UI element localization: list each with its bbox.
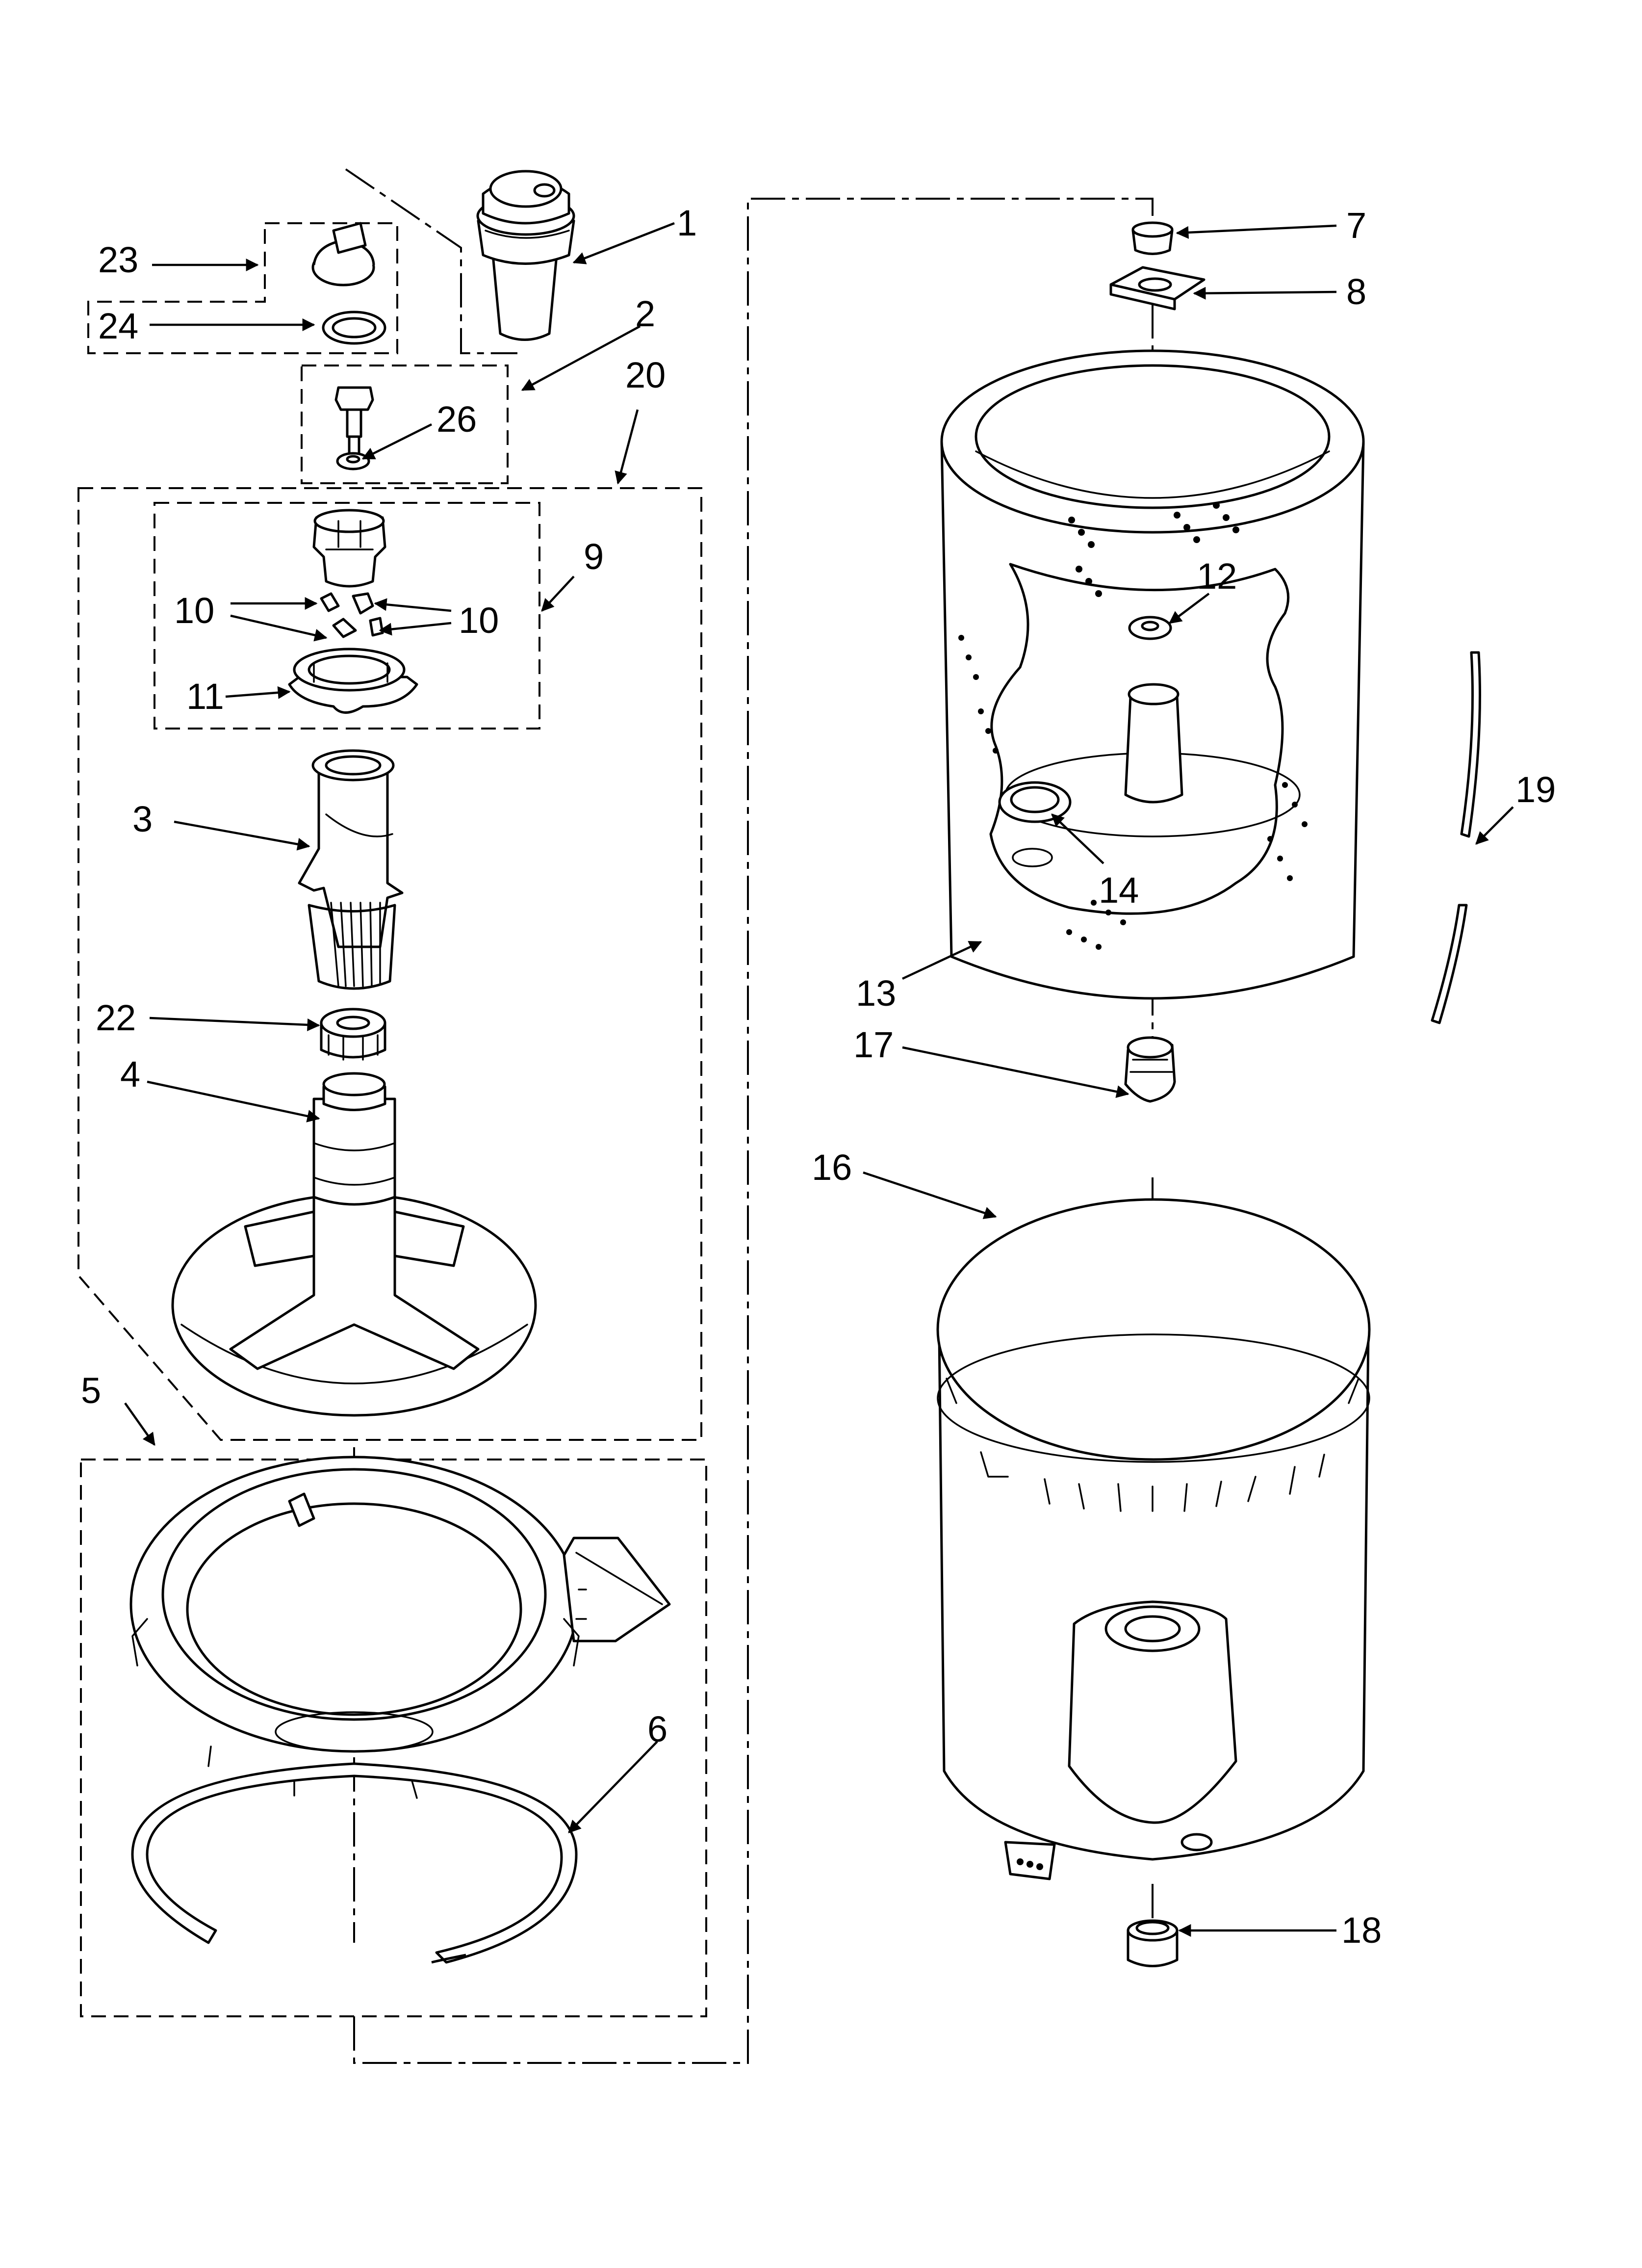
plate-part-8 [1109, 266, 1206, 311]
callout-9: 9 [584, 536, 604, 577]
callout-20: 20 [625, 355, 666, 395]
callout-1: 1 [677, 203, 697, 243]
callout-5: 5 [81, 1370, 101, 1411]
basket-part-13 [940, 349, 1365, 1000]
agitator-base-part-4 [171, 1072, 537, 1417]
callout-19: 19 [1515, 769, 1556, 810]
callout-12: 12 [1197, 556, 1237, 597]
callout-4: 4 [120, 1054, 140, 1095]
dispenser-cup-part-1 [476, 170, 575, 341]
callout-14: 14 [1099, 870, 1139, 911]
clamp-part-6 [131, 1762, 578, 1964]
callout-26: 26 [436, 399, 477, 440]
bushing-part-17 [1124, 1036, 1176, 1103]
outer-tub-part-16 [936, 1198, 1371, 1880]
callout-10-left: 10 [174, 590, 214, 631]
callout-16: 16 [812, 1147, 852, 1188]
callout-2: 2 [635, 293, 655, 334]
callout-24: 24 [98, 306, 138, 346]
agitator-barrel-part-3 [298, 749, 404, 990]
seal-part-24 [322, 311, 386, 345]
seal-part-14 [998, 781, 1072, 867]
callout-11: 11 [186, 676, 224, 717]
nut-part-7 [1131, 221, 1174, 255]
nut-part-12 [1128, 616, 1172, 640]
callout-labels: 1 2 20 26 23 24 9 10 10 11 3 22 4 5 6 7 … [81, 203, 1556, 1951]
washer-part-26 [336, 452, 370, 470]
callout-8: 8 [1346, 271, 1366, 312]
hose-part-19 [1431, 651, 1481, 1024]
retainer-part-11 [288, 648, 418, 714]
callout-13: 13 [856, 973, 896, 1014]
bolt-part-2 [334, 386, 374, 455]
dogs-part-10 [320, 592, 384, 638]
cam-part-9 [312, 509, 386, 588]
callout-17: 17 [853, 1024, 894, 1065]
tub-ring-part-5 [129, 1456, 671, 1799]
callout-23: 23 [98, 239, 138, 280]
leader-lines [124, 222, 1514, 1937]
callout-18: 18 [1341, 1910, 1382, 1951]
callout-7: 7 [1346, 205, 1366, 246]
group-boxes [77, 222, 707, 2017]
callout-3: 3 [132, 799, 153, 839]
callout-10-right: 10 [459, 600, 499, 641]
plug-part-18 [1127, 1919, 1179, 1967]
callout-22: 22 [96, 997, 136, 1038]
callout-6: 6 [647, 1709, 667, 1749]
cap-part-23 [311, 222, 375, 287]
bearing-part-22 [320, 1008, 386, 1061]
